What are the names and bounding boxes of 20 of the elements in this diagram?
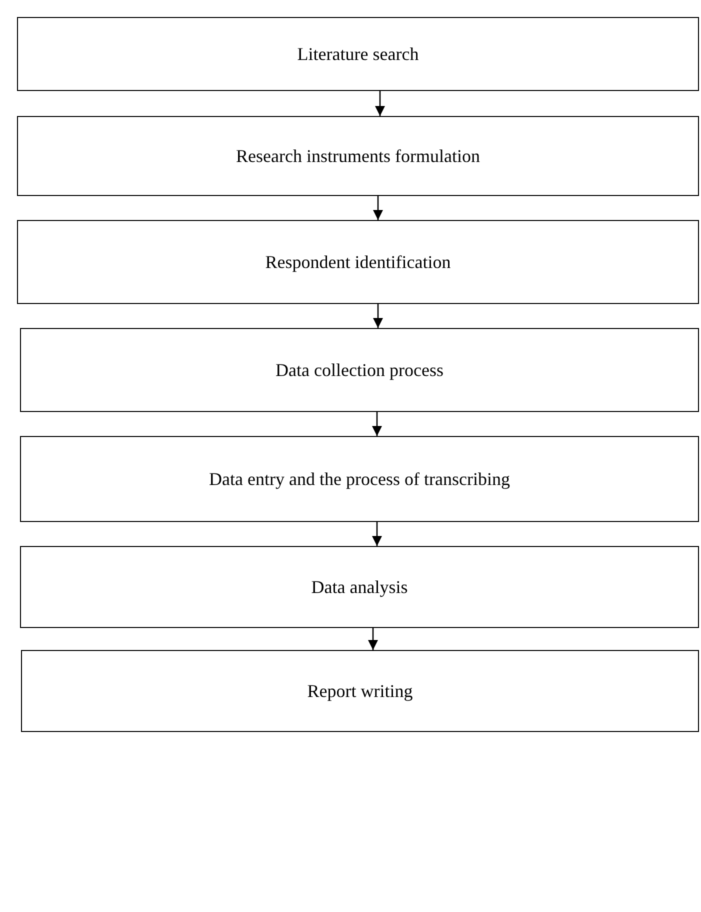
process-box bbox=[17, 116, 699, 196]
step-label: Literature search bbox=[297, 44, 419, 64]
arrow bbox=[373, 304, 383, 328]
step-label: Report writing bbox=[307, 680, 413, 702]
step-label: Data collection process bbox=[276, 360, 444, 380]
arrow bbox=[372, 412, 382, 436]
step-label: Respondent identification bbox=[265, 252, 451, 272]
process-box bbox=[20, 436, 699, 522]
step-label: Research instruments formulation bbox=[236, 146, 480, 166]
arrow bbox=[375, 91, 385, 116]
process-box bbox=[20, 328, 699, 412]
process-box bbox=[17, 220, 699, 304]
process-box bbox=[20, 546, 699, 628]
process-box bbox=[21, 650, 699, 732]
arrow bbox=[373, 196, 383, 220]
arrow bbox=[368, 628, 378, 650]
step-label: Data entry and the process of transcribing bbox=[209, 468, 510, 490]
process-box bbox=[17, 17, 699, 91]
step-label: Data analysis bbox=[311, 576, 408, 598]
arrow bbox=[372, 522, 382, 546]
